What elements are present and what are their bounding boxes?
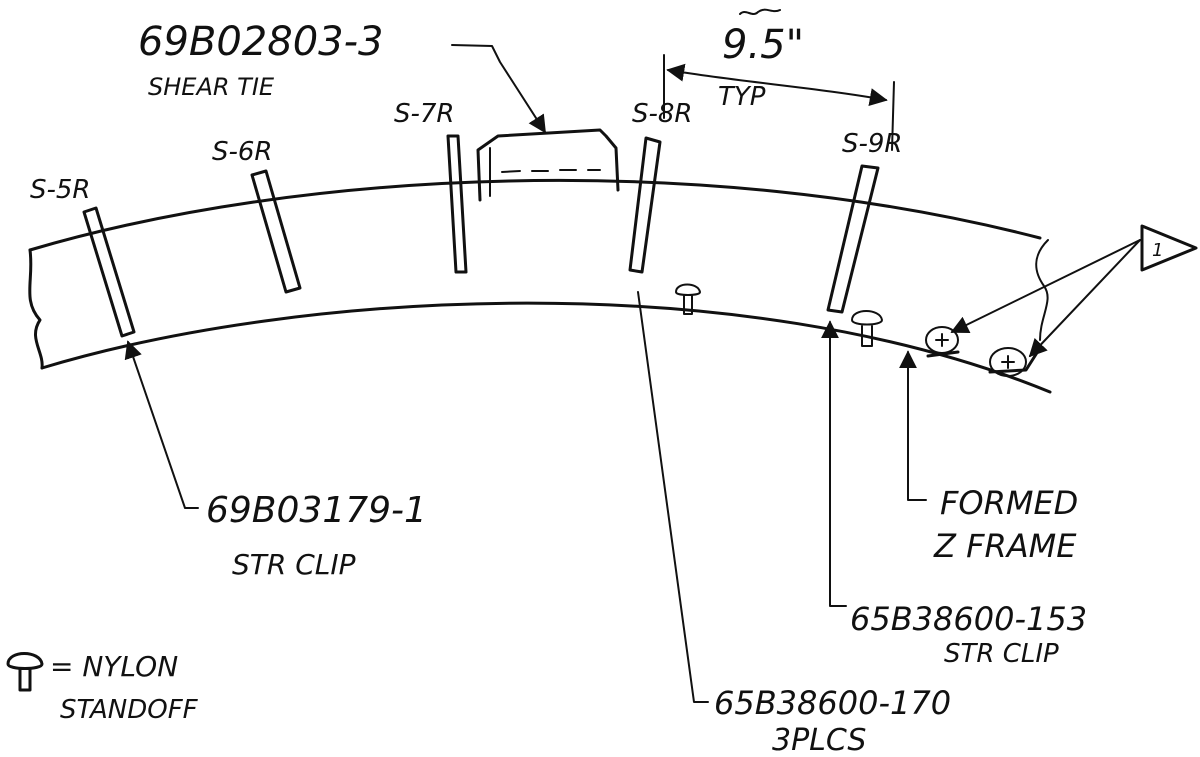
clip153-name-label: STR CLIP bbox=[944, 639, 1059, 669]
shear-tie-part bbox=[476, 128, 620, 202]
stringer-s6r bbox=[250, 169, 302, 294]
shear-tie-part-label: 69B02803-3 bbox=[138, 19, 383, 65]
shear-tie-name-label: SHEAR TIE bbox=[148, 73, 275, 101]
legend-standoff-word: STANDOFF bbox=[60, 695, 199, 725]
stringer-s5r bbox=[82, 206, 136, 338]
formed-frame-leader bbox=[899, 350, 927, 501]
clip153-part-label: 65B38600-153 bbox=[850, 600, 1087, 638]
stringer-s7r bbox=[446, 134, 468, 274]
frame-outer-edge bbox=[28, 178, 1042, 252]
shear-tie-leader bbox=[451, 44, 546, 134]
formed-label-line2: Z FRAME bbox=[933, 527, 1077, 565]
frame-break-line bbox=[28, 248, 44, 370]
fastener-head-icon bbox=[925, 326, 960, 358]
frame-inner-edge bbox=[40, 301, 1052, 394]
clip170-qty-label: 3PLCS bbox=[772, 723, 866, 757]
dimension-label: 9.5" bbox=[722, 22, 804, 68]
str-clip-name-label: STR CLIP bbox=[232, 548, 356, 581]
stringer-s8r bbox=[628, 136, 662, 274]
stringer-label-s7r: S-7R bbox=[394, 99, 455, 129]
stringer-label-s9r: S-9R bbox=[842, 129, 903, 159]
flag-leader-2 bbox=[1028, 239, 1141, 358]
stringer-label-s8r: S-8R bbox=[632, 99, 693, 129]
dimension-arc bbox=[666, 63, 888, 106]
nylon-standoff-icon bbox=[675, 283, 701, 315]
str-clip-leader bbox=[124, 340, 199, 509]
str-clip-part-label: 69B03179-1 bbox=[206, 490, 427, 531]
formed-label-line1: FORMED bbox=[940, 484, 1078, 522]
nylon-standoff-icon bbox=[6, 652, 44, 692]
stringer-s9r bbox=[826, 164, 880, 314]
clip153-leader bbox=[821, 320, 847, 607]
stringer-label-s5r: S-5R bbox=[30, 175, 91, 205]
clip170-part-label: 65B38600-170 bbox=[714, 684, 951, 722]
legend-standoff-label: = NYLON bbox=[50, 650, 178, 683]
dimension-ext-right bbox=[891, 81, 895, 151]
stringer-label-s6r: S-6R bbox=[212, 137, 273, 167]
flag-number: 1 bbox=[1152, 240, 1163, 261]
clip170-leader bbox=[637, 291, 709, 703]
nylon-standoff-icon bbox=[851, 310, 883, 347]
dimension-tilde bbox=[739, 8, 781, 15]
typ-label: TYP bbox=[718, 82, 766, 112]
triangle-flag-icon bbox=[1140, 224, 1198, 272]
flag-leader-1 bbox=[950, 239, 1141, 333]
